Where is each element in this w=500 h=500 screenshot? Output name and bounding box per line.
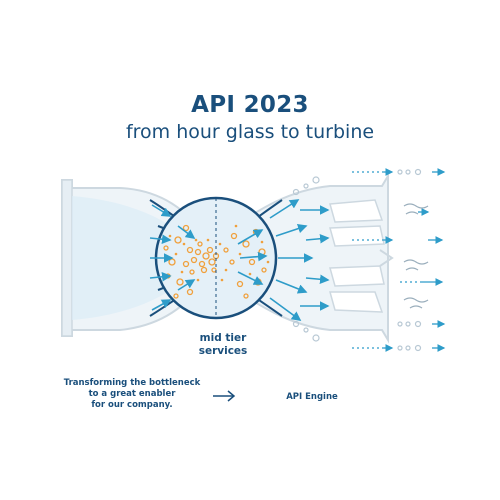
incoming-arrows xyxy=(149,204,196,311)
mid-tier-label-line2: services xyxy=(198,345,248,357)
caption-line3: for our company. xyxy=(91,400,173,410)
exhaust-waves xyxy=(403,203,429,309)
page-title: API 2023 xyxy=(191,92,309,118)
exhaust-arrows xyxy=(352,168,446,352)
caption-line2: to a great enabler xyxy=(88,389,176,399)
page-subtitle: from hour glass to turbine xyxy=(125,121,375,143)
exhaust-bubbles xyxy=(292,176,320,342)
transformation-caption: Transforming the bottleneck to a great e… xyxy=(62,378,202,411)
outgoing-arrows xyxy=(237,199,330,321)
arrow-right-icon xyxy=(213,390,236,402)
exhaust-dots xyxy=(397,168,422,352)
api-engine-label: API Engine xyxy=(286,392,338,402)
mid-tier-circle xyxy=(154,196,278,320)
mid-tier-label-line1: mid tier xyxy=(199,332,247,344)
caption-line1: Transforming the bottleneck xyxy=(63,378,201,388)
mid-tier-label: mid tier services xyxy=(178,332,268,358)
